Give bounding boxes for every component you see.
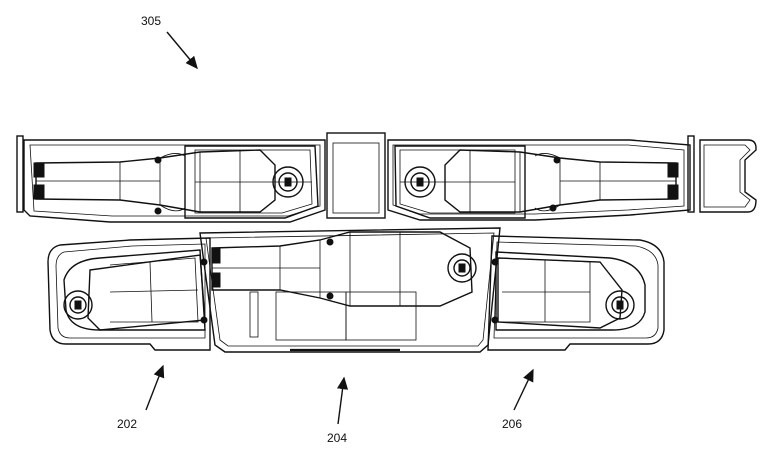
top-seat-assembly: [16, 132, 757, 223]
ref-label-204: 204: [327, 431, 347, 445]
center-unit-frame: [199, 227, 501, 353]
ref-label-206: 206: [502, 417, 522, 431]
center-lower-bracket: [249, 291, 259, 338]
arrow-204: [336, 376, 349, 425]
right-unit-bed: [495, 251, 646, 331]
right-seat-unit: [487, 235, 665, 351]
ref-label-202: 202: [117, 417, 137, 431]
top-left-mannequin: [33, 149, 304, 215]
left-unit-frame: [47, 237, 211, 351]
arrow-202: [145, 364, 165, 411]
top-right-post: [687, 135, 695, 213]
top-center-module: [326, 132, 386, 219]
top-left-bed: [184, 145, 319, 219]
center-mannequin: [211, 231, 477, 307]
top-left-post: [16, 135, 24, 213]
arrow-305: [166, 31, 198, 70]
top-right-mannequin: [404, 149, 679, 213]
left-seat-unit: [47, 237, 211, 351]
right-unit-mannequin: [497, 257, 623, 329]
center-seat-unit: [199, 227, 501, 353]
top-right-frame: [387, 139, 691, 221]
ref-label-305: 305: [141, 14, 161, 28]
right-unit-frame: [487, 235, 665, 351]
arrow-206: [513, 368, 534, 411]
top-right-bed: [394, 145, 526, 219]
top-left-frame: [23, 139, 326, 223]
top-right-footrest: [699, 139, 757, 213]
leader-arrows: [145, 31, 534, 425]
left-unit-mannequin: [87, 254, 206, 331]
